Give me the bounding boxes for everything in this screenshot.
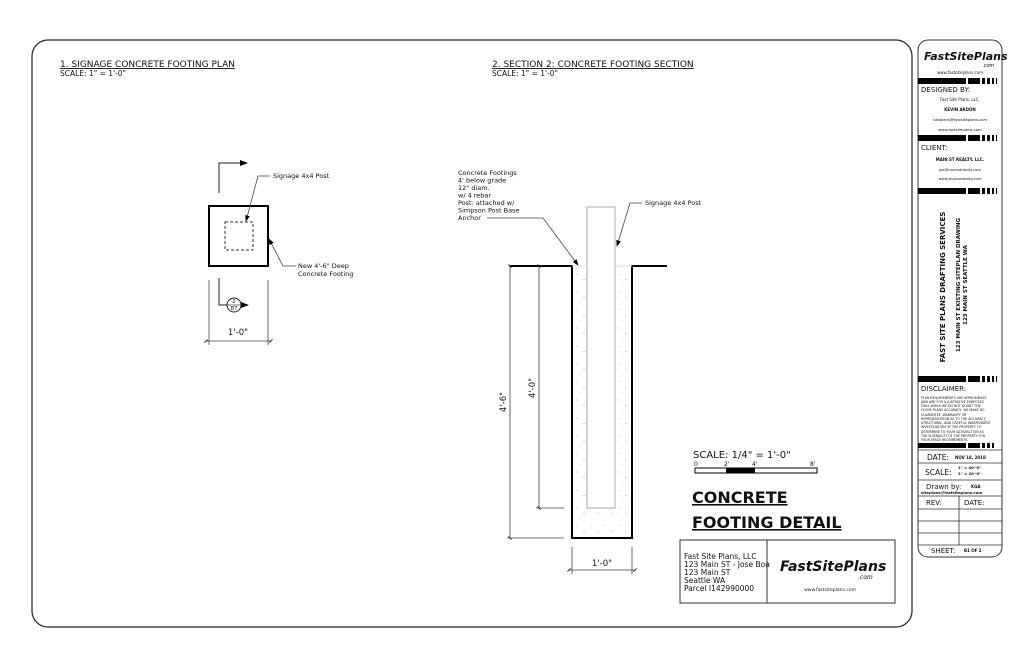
post-depth-text: 4'-0" (528, 378, 538, 398)
svg-text:KEVIN ARDON: KEVIN ARDON (944, 107, 975, 112)
svg-text:www.fastsiteplans.com: www.fastsiteplans.com (937, 70, 983, 75)
svg-text:ONLY. WHILE WE DO NOT DOUBT TH: ONLY. WHILE WE DO NOT DOUBT THE (921, 404, 981, 408)
svg-text:Anchor: Anchor (458, 214, 481, 222)
plan-footing-label-1: New 4'-6" Deep (298, 262, 349, 270)
sheet-value: B1 OF 2 (964, 548, 982, 553)
svg-text:12" diam.: 12" diam. (458, 184, 490, 192)
svg-text:MAIN ST REALTY, LLC.: MAIN ST REALTY, LLC. (936, 157, 985, 162)
detail-title-line2: FOOTING DETAIL (692, 513, 842, 532)
svg-text:joe@mainstrealty.com: joe@mainstrealty.com (938, 167, 981, 172)
footing-outline (208, 205, 269, 267)
svg-text:Concrete Footings: Concrete Footings (458, 169, 517, 177)
plan-title: 1. SIGNAGE CONCRETE FOOTING PLAN (60, 60, 235, 70)
svg-text:PLAN REQUIREMENTS ARE APPROXIM: PLAN REQUIREMENTS ARE APPROXIMATE (921, 396, 986, 400)
svg-text:THE SUITABILITY OF THE PROPERT: THE SUITABILITY OF THE PROPERTY FOR (920, 434, 986, 438)
svg-text:4' below grade: 4' below grade (458, 177, 506, 185)
svg-text:Parcel I142990000: Parcel I142990000 (684, 584, 754, 593)
scale-bar: SCALE: 1/4" = 1'-0" 0 2' 4' 8' (693, 450, 818, 474)
svg-text:siteplans@fastsiteplans.com: siteplans@fastsiteplans.com (921, 490, 982, 495)
scale-bar-label: SCALE: 1/4" = 1'-0" (693, 450, 791, 461)
svg-text:YOUR SPACE REQUIREMENTS.: YOUR SPACE REQUIREMENTS. (921, 438, 968, 442)
svg-text:DATE:: DATE: (964, 499, 985, 507)
svg-text:STRUCTURAL, AND CAREFUL INDEPE: STRUCTURAL, AND CAREFUL INDEPENDENT (921, 421, 991, 425)
svg-text:Fast Site Plans, LLC: Fast Site Plans, LLC (684, 552, 756, 561)
section-ref-number: 2 (232, 299, 236, 305)
disclaimer-text: PLAN REQUIREMENTS ARE APPROXIMATE AND AR… (920, 396, 991, 442)
svg-text:1" = 20'-0": 1" = 20'-0" (958, 471, 981, 476)
svg-text:KGA: KGA (971, 484, 981, 489)
svg-text:Drawn by:: Drawn by: (926, 483, 961, 491)
project-line-1: 123 MAIN ST EXISTING SITEPLAN DRAWING (956, 218, 962, 353)
svg-text:DATE:: DATE: (927, 453, 949, 462)
svg-text:DISCLAIMER:: DISCLAIMER: (921, 385, 966, 393)
post-section (586, 206, 616, 509)
section-title: 2. SECTION 2: CONCRETE FOOTING SECTION (492, 60, 694, 70)
svg-text:Seattle WA: Seattle WA (684, 576, 726, 585)
detail-title-line1: CONCRETE (692, 488, 788, 507)
post-outline (224, 221, 254, 251)
section-cut-arrow-top (218, 160, 248, 193)
svg-text:AND ARE FOR ILLUSTRATIVE PURPO: AND ARE FOR ILLUSTRATIVE PURPOSES (921, 400, 984, 404)
footing-leader (268, 238, 296, 267)
svg-text:.com: .com (982, 63, 994, 69)
svg-text:w/ 4 rebar: w/ 4 rebar (458, 192, 491, 200)
svg-text:2': 2' (724, 461, 730, 468)
plan-post-label: Signage 4x4 Post (273, 172, 330, 180)
post-leader (245, 175, 270, 222)
svg-text:SHEET:: SHEET: (931, 547, 955, 555)
svg-text:FLOOR PLANS ACCURACY, WE MAKE: FLOOR PLANS ACCURACY, WE MAKE NO (921, 408, 985, 412)
svg-text:REV:: REV: (926, 499, 942, 507)
svg-text:www.fastsiteplans.com: www.fastsiteplans.com (938, 127, 982, 132)
svg-text:DESIGNED BY:: DESIGNED BY: (921, 86, 970, 94)
svg-text:123 Main ST - Jose Boa: 123 Main ST - Jose Boa (684, 560, 770, 569)
plan-scale: SCALE: 1" = 1'-0" (60, 69, 126, 78)
footing-section-outline (510, 265, 667, 539)
svg-text:Simpson Post Base: Simpson Post Base (458, 207, 519, 215)
section-post-label: Signage 4x4 Post (645, 199, 702, 207)
svg-text:Post: attached w/: Post: attached w/ (458, 199, 515, 207)
section-scale: SCALE: 1" = 1'-0" (492, 69, 558, 78)
section-view: 2. SECTION 2: CONCRETE FOOTING SECTION S… (458, 60, 702, 574)
section-post-leader (616, 202, 642, 247)
svg-text:REPRESENTATION AS TO THE ACCUR: REPRESENTATION AS TO THE ACCURACY, (921, 417, 987, 421)
svg-text:.com: .com (858, 574, 873, 581)
svg-text:DETERMINE TO YOUR SATISFACTION: DETERMINE TO YOUR SATISFACTION AS (921, 430, 984, 434)
project-line-2: 123 MAIN ST SEATTLE WA (963, 244, 969, 324)
svg-text:0: 0 (694, 461, 698, 468)
svg-text:CLIENT:: CLIENT: (921, 144, 947, 152)
date-value: NOV 18, 2018 (955, 455, 986, 460)
svg-text:Fast Site Plans, LLC.: Fast Site Plans, LLC. (940, 97, 980, 102)
info-box-website: www.fastsiteplans.com (804, 587, 856, 593)
section-ref-sheet: B7 (231, 306, 238, 312)
svg-text:GUARANTEE, WARRANTY OR: GUARANTEE, WARRANTY OR (921, 413, 967, 417)
plan-view: 1. SIGNAGE CONCRETE FOOTING PLAN SCALE: … (60, 60, 353, 345)
svg-text:4': 4' (752, 461, 758, 468)
svg-text:INVESTIGATION OF THE PROPERTY: INVESTIGATION OF THE PROPERTY TO (921, 425, 982, 429)
info-box-logo: FastSitePlans (780, 559, 886, 575)
svg-text:www.mainstrealty.com: www.mainstrealty.com (939, 176, 982, 181)
footing-note: Concrete Footings 4' below grade 12" dia… (458, 169, 519, 222)
plan-footing-label-2: Concrete Footing (298, 270, 353, 278)
footing-note-leader (487, 217, 579, 266)
main-frame (31, 39, 913, 628)
company-title: FAST SITE PLANS DRAFTING SERVICES (939, 212, 947, 363)
title-block-logo: FastSitePlans (924, 50, 1008, 63)
info-box: Fast Site Plans, LLC 123 Main ST - Jose … (679, 539, 896, 604)
svg-text:SCALE:: SCALE: (925, 468, 952, 477)
section-width-text: 1'-0" (592, 559, 612, 569)
plan-width-text: 1'-0" (228, 328, 248, 338)
svg-text:1" = 40'-0": 1" = 40'-0" (958, 465, 981, 470)
svg-text:8': 8' (810, 461, 816, 468)
svg-text:123 Main ST: 123 Main ST (684, 568, 731, 577)
title-block: FastSitePlans .com www.fastsiteplans.com… (917, 39, 1008, 558)
svg-text:siteplans@fastsiteplans.com: siteplans@fastsiteplans.com (933, 117, 988, 122)
total-depth-text: 4'-6" (499, 392, 509, 412)
